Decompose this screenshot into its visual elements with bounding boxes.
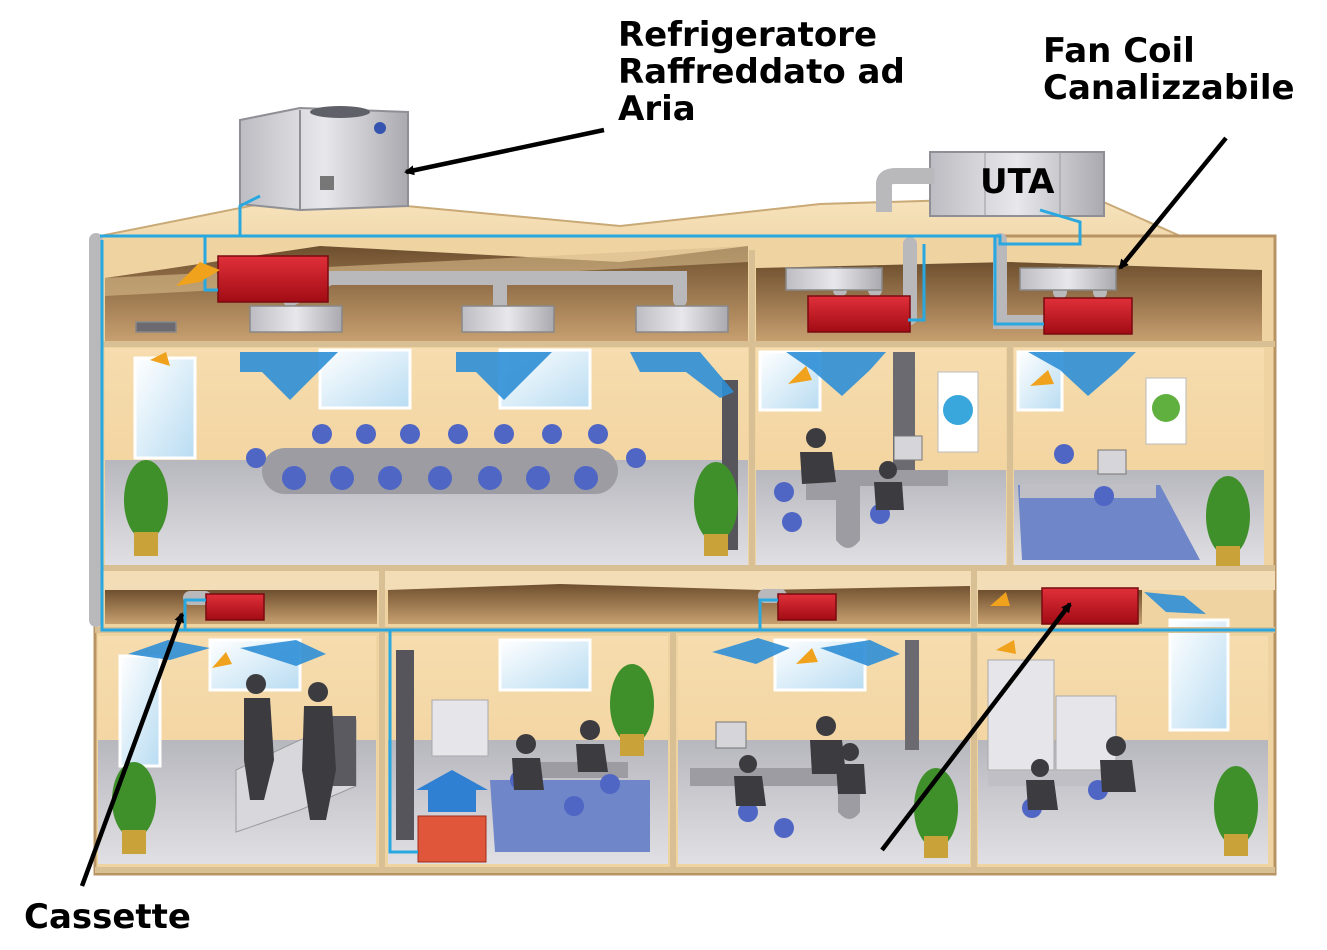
fan-coil-units (205, 255, 1139, 625)
fan-coil-label-line2: Canalizzabile (1043, 68, 1295, 108)
conference-room-furniture (246, 424, 646, 494)
air-cooled-chiller (239, 106, 409, 212)
fan-coil-label: Fan Coil Canalizzabile (1043, 33, 1295, 107)
water-piping (100, 194, 1275, 854)
chiller-callout-arrow (404, 127, 605, 176)
cassette-callout-arrow (79, 612, 185, 887)
air-flow-arrows (128, 352, 1206, 666)
cassette-label: Cassette (24, 897, 191, 937)
ceiling-diffusers (135, 267, 1117, 333)
people (244, 428, 1136, 820)
office-furniture (510, 435, 1156, 838)
chiller-label-line3: Aria (618, 89, 696, 129)
chiller-label-line2: Raffreddato ad (618, 52, 905, 92)
callout-arrows (79, 127, 1228, 887)
fancoil-callout-arrow (1118, 136, 1228, 270)
fancoil-lower-callout-arrow (880, 602, 1072, 852)
plants (112, 460, 1258, 858)
fan-coil-label-line1: Fan Coil (1043, 31, 1195, 71)
return-air-arrows (150, 262, 1054, 668)
air-handling-unit (876, 151, 1105, 217)
chiller-label-line1: Refrigeratore (618, 15, 878, 55)
chiller-label: Refrigeratore Raffreddato ad Aria (618, 17, 905, 128)
uta-label: UTA (980, 162, 1055, 202)
